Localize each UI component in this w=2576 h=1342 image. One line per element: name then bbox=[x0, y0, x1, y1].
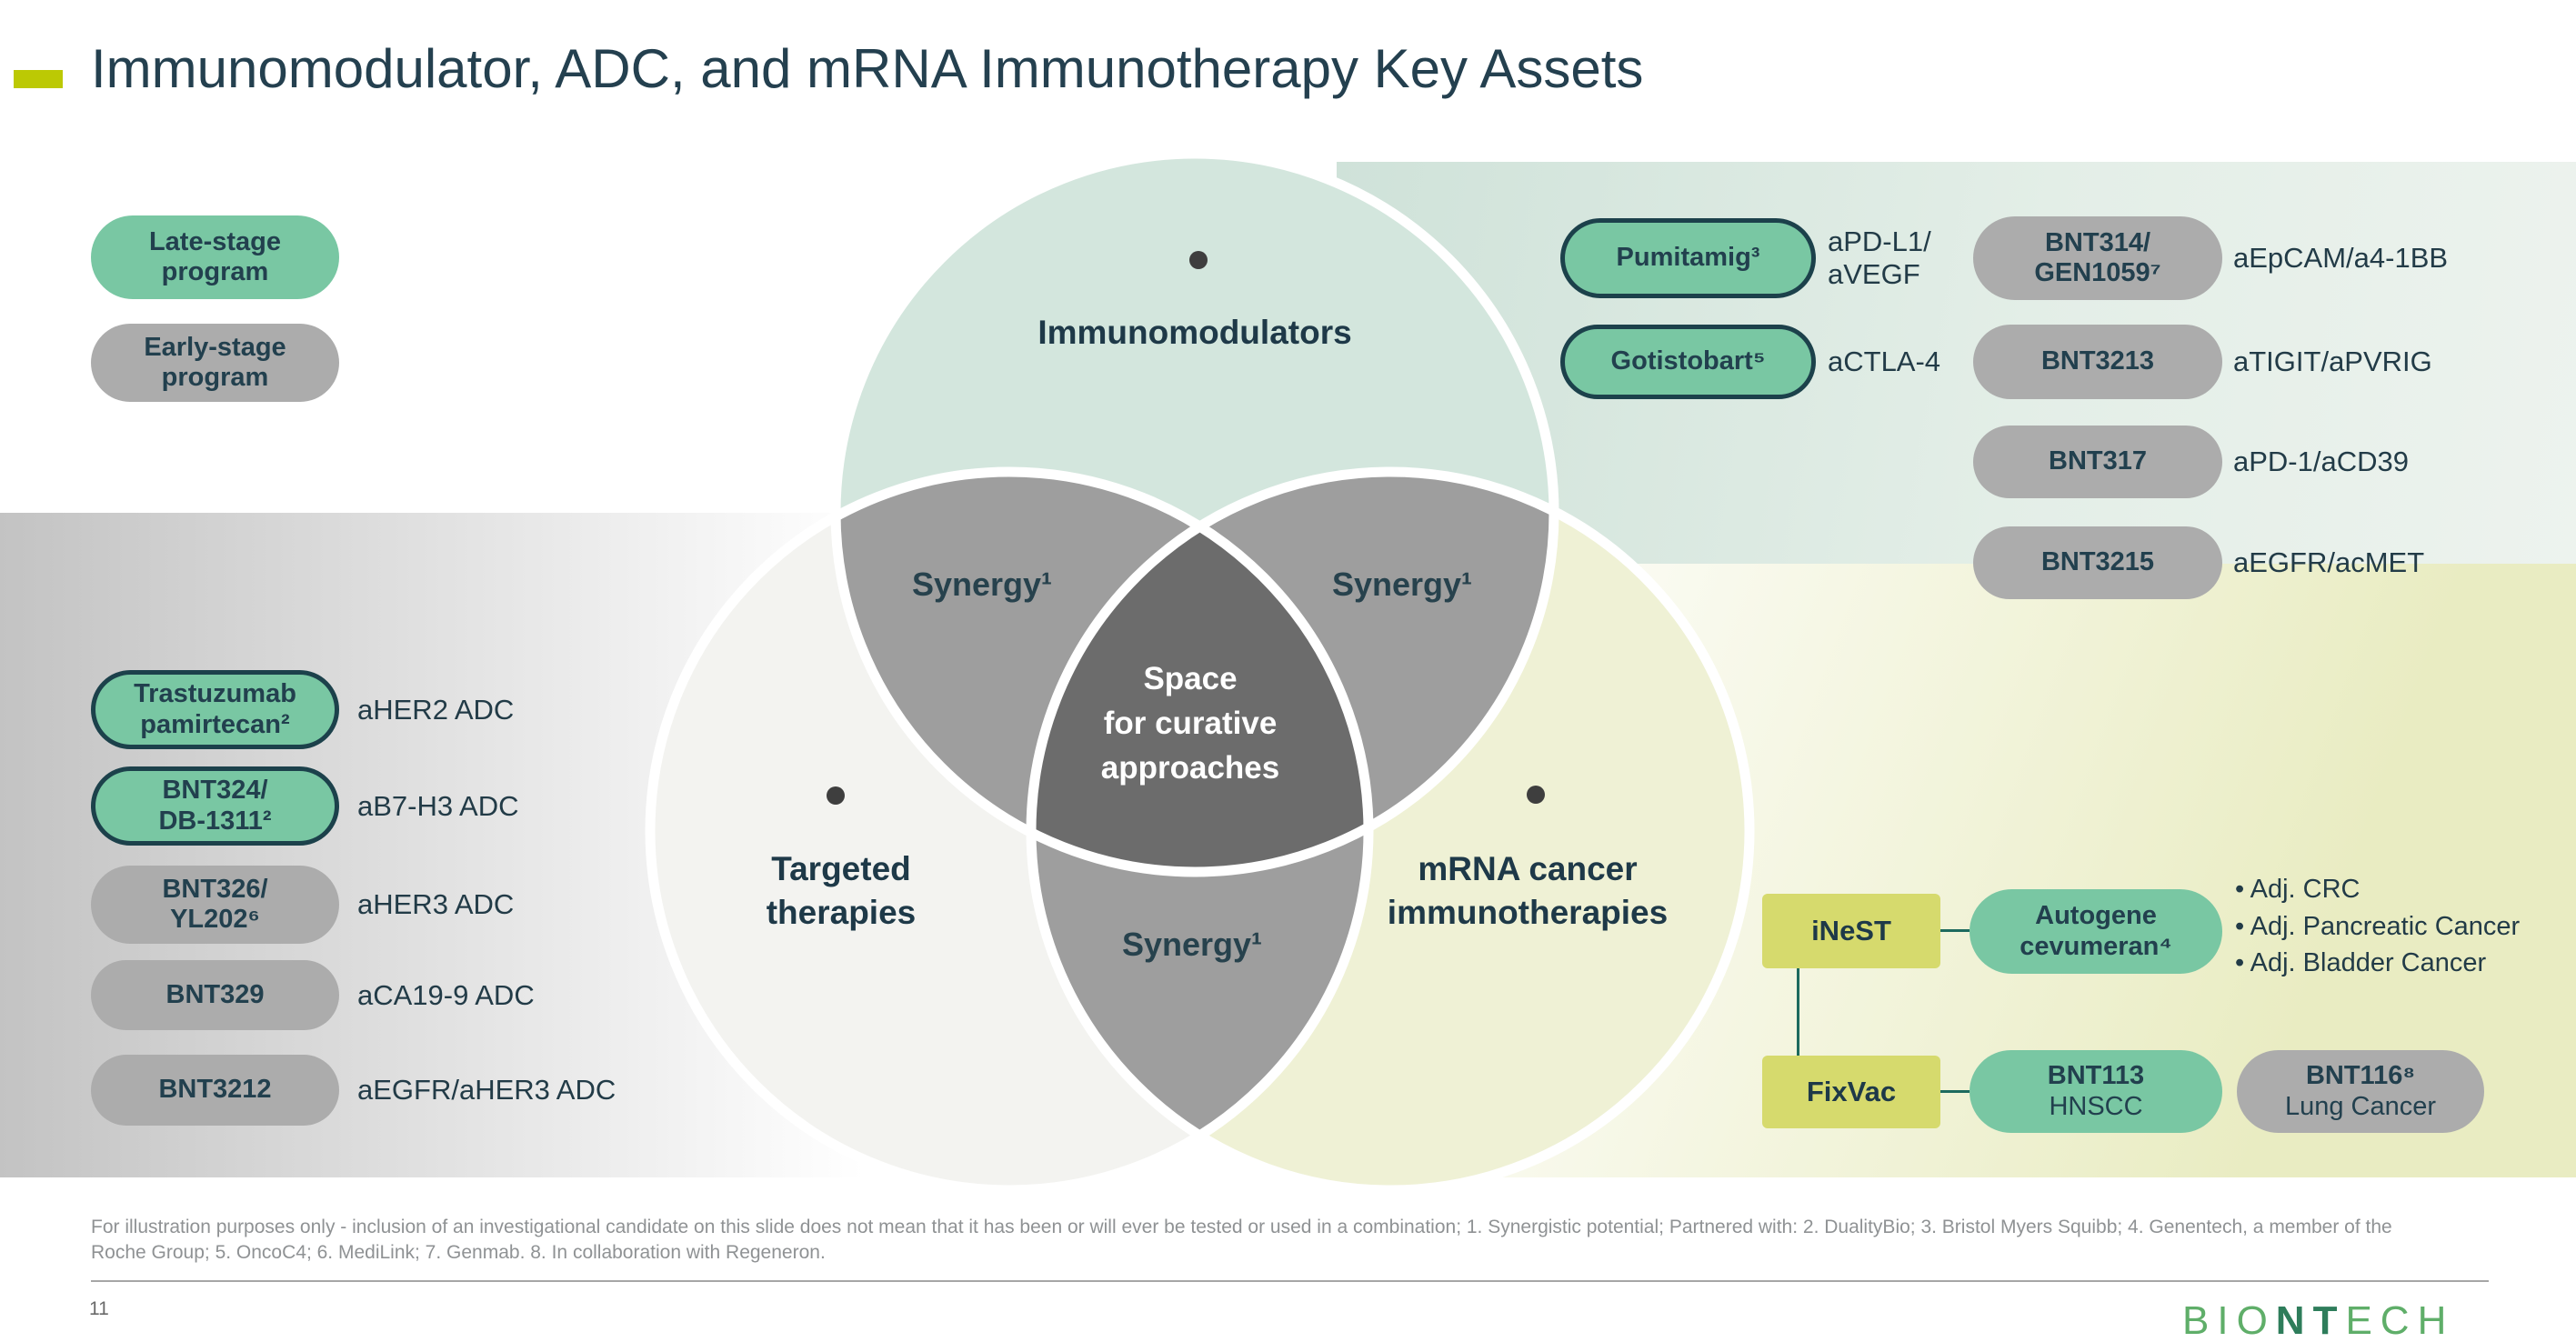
biontech-logo: BIONTECH bbox=[2182, 1298, 2491, 1342]
connector-dot-immunomodulators bbox=[1189, 251, 1208, 269]
indication-adj-pancreatic: Adj. Pancreatic Cancer bbox=[2235, 908, 2576, 946]
indication-adj-crc: Adj. CRC bbox=[2235, 871, 2576, 908]
asset-target-bnt3215: aEGFR/acMET bbox=[2233, 546, 2425, 579]
asset-target-bnt329: aCA19-9 ADC bbox=[357, 978, 535, 1011]
platform-chip-inest: iNeST bbox=[1762, 894, 1940, 968]
asset-pill-bnt326-yl202: BNT326/ YL202⁶ bbox=[91, 866, 339, 944]
venn-center-text: Space for curative approaches bbox=[1100, 661, 1280, 786]
asset-pill-bnt3213: BNT3213 bbox=[1973, 325, 2222, 399]
inest-autogene-connector bbox=[1940, 929, 1970, 932]
asset-target-pumitamig: aPD-L1/ aVEGF bbox=[1828, 225, 1931, 290]
venn-label-targeted-therapies: Targeted therapies bbox=[766, 850, 917, 932]
connector-dot-targeted bbox=[827, 786, 845, 805]
asset-pill-pumitamig: Pumitamig³ bbox=[1560, 218, 1816, 298]
connector-dot-mrna bbox=[1527, 786, 1545, 804]
asset-pill-bnt116: BNT116⁸ Lung Cancer bbox=[2237, 1050, 2484, 1133]
asset-pill-bnt314-gen1059: BNT314/ GEN1059⁷ bbox=[1973, 216, 2222, 300]
asset-pill-trastuzumab-pamirtecan: Trastuzumab pamirtecan² bbox=[91, 670, 339, 749]
indication-adj-bladder: Adj. Bladder Cancer bbox=[2235, 945, 2576, 982]
page-number: 11 bbox=[89, 1298, 109, 1319]
venn-outline-left bbox=[645, 466, 1374, 1196]
venn-outline-right bbox=[1026, 466, 1755, 1196]
asset-target-bnt324: aB7-H3 ADC bbox=[357, 789, 519, 822]
asset-indication-hnscc: HNSCC bbox=[2049, 1091, 2143, 1121]
legend-early-stage-pill: Early-stage program bbox=[91, 324, 339, 402]
footnote: For illustration purposes only - inclusi… bbox=[91, 1217, 2392, 1264]
synergy-label-bottom: Synergy¹ bbox=[1121, 926, 1263, 963]
asset-pill-bnt324-db1311: BNT324/ DB-1311² bbox=[91, 766, 339, 846]
asset-pill-autogene-cevumeran: Autogene cevumeran⁴ bbox=[1970, 889, 2222, 974]
asset-target-bnt314: aEpCAM/a4-1BB bbox=[2233, 242, 2449, 275]
asset-pill-bnt317: BNT317 bbox=[1973, 426, 2222, 498]
asset-pill-bnt329: BNT329 bbox=[91, 960, 339, 1030]
footer-divider bbox=[91, 1280, 2489, 1282]
logo-text-nt: NT bbox=[2275, 1298, 2346, 1342]
slide-title: Immunomodulator, ADC, and mRNA Immunothe… bbox=[91, 38, 1644, 99]
asset-pill-bnt3212: BNT3212 bbox=[91, 1055, 339, 1126]
logo-text-ech: ECH bbox=[2345, 1298, 2455, 1342]
asset-indication-lung-cancer: Lung Cancer bbox=[2284, 1091, 2437, 1121]
synergy-label-right: Synergy¹ bbox=[1331, 566, 1473, 603]
asset-target-bnt3213: aTIGIT/aPVRIG bbox=[2233, 346, 2432, 378]
asset-name-bnt116: BNT116⁸ bbox=[2305, 1061, 2416, 1091]
asset-pill-bnt113: BNT113 HNSCC bbox=[1970, 1050, 2222, 1133]
asset-target-bnt317: aPD-1/aCD39 bbox=[2233, 446, 2409, 478]
autogene-indications: Adj. CRC Adj. Pancreatic Cancer Adj. Bla… bbox=[2235, 871, 2576, 982]
logo-text-bio: BIO bbox=[2182, 1298, 2276, 1342]
asset-target-trastuzumab: aHER2 ADC bbox=[357, 693, 515, 726]
synergy-label-left: Synergy¹ bbox=[911, 566, 1053, 603]
fixvac-bnt113-connector bbox=[1940, 1090, 1970, 1093]
asset-target-bnt3212: aEGFR/aHER3 ADC bbox=[357, 1074, 616, 1107]
asset-name-bnt113: BNT113 bbox=[2047, 1061, 2145, 1091]
asset-pill-bnt3215: BNT3215 bbox=[1973, 526, 2222, 599]
platform-chip-fixvac: FixVac bbox=[1762, 1056, 1940, 1128]
legend-late-stage-pill: Late-stage program bbox=[91, 215, 339, 299]
asset-pill-gotistobart: Gotistobart⁵ bbox=[1560, 325, 1816, 399]
venn-label-immunomodulators: Immunomodulators bbox=[1037, 314, 1352, 351]
inest-fixvac-connector bbox=[1797, 968, 1799, 1056]
title-accent-bar bbox=[14, 70, 63, 88]
venn-label-mrna-immunotherapies: mRNA cancer immunotherapies bbox=[1387, 850, 1669, 932]
overlap-center bbox=[1031, 472, 1368, 872]
asset-target-gotistobart: aCTLA-4 bbox=[1828, 346, 1941, 378]
asset-target-bnt326: aHER3 ADC bbox=[357, 888, 515, 921]
